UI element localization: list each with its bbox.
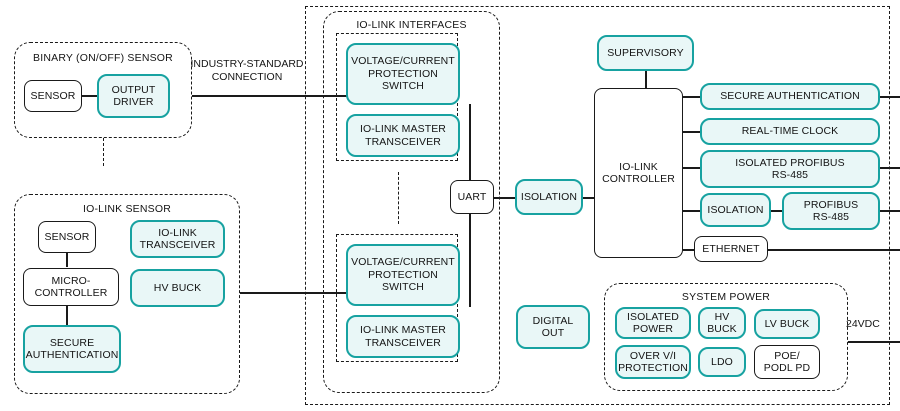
block-ethernet: ETHERNET (694, 236, 768, 262)
line-controller-to-isolation-profibus (683, 210, 701, 212)
line-io-link-sensor-to-interfaces (240, 292, 348, 294)
line-24vdc-feed (848, 341, 900, 343)
line-controller-to-secure-authentication (683, 96, 701, 98)
line-micro-to-secure-auth (66, 306, 68, 325)
block-io-link-sensor-microcontroller: MICRO- CONTROLLER (23, 268, 119, 306)
block-io-link-controller: IO-LINK CONTROLLER (594, 88, 683, 258)
line-controller-to-isolated-profibus (683, 167, 701, 169)
block-iface1-voltage-current-protection-switch: VOLTAGE/CURRENT PROTECTION SWITCH (346, 43, 460, 105)
line-iface2-to-uart-bus (469, 197, 471, 307)
block-supervisory: SUPERVISORY (597, 35, 694, 71)
block-poe-podl-pd: POE/ PODL PD (754, 345, 820, 379)
block-isolation-main: ISOLATION (515, 179, 583, 215)
line-supervisory-to-controller (645, 71, 647, 89)
block-secure-authentication: SECURE AUTHENTICATION (700, 83, 880, 110)
group-system-power (604, 283, 848, 391)
group-io-link-interfaces-title: IO-LINK INTERFACES (356, 19, 467, 31)
label-24vdc: 24VDC (846, 318, 880, 330)
stub-secure-authentication-external (880, 96, 900, 98)
block-io-link-sensor-secure-authentication: SECURE AUTHENTICATION (23, 325, 121, 373)
line-isolation-to-controller (583, 197, 595, 199)
line-iface1-to-uart-bus (469, 104, 471, 198)
block-isolation-profibus: ISOLATION (700, 193, 771, 227)
block-ldo: LDO (698, 347, 746, 377)
line-sensor-to-micro (66, 253, 68, 267)
divider-binary-sensor-bottom (103, 138, 104, 166)
group-binary-sensor (14, 42, 192, 138)
block-real-time-clock: REAL-TIME CLOCK (700, 118, 880, 145)
group-io-link-interfaces (323, 11, 500, 393)
block-io-link-sensor-transceiver: IO-LINK TRANSCEIVER (130, 220, 225, 258)
line-binary-sensor-to-interfaces (192, 95, 347, 97)
block-lv-buck: LV BUCK (754, 309, 820, 339)
block-digital-out: DIGITAL OUT (516, 305, 590, 349)
block-over-vi-protection: OVER V/I PROTECTION (615, 345, 691, 379)
group-binary-sensor-title: BINARY (ON/OFF) SENSOR (33, 52, 173, 64)
line-sensor-to-output-driver (82, 95, 98, 97)
block-iface1-io-link-master-transceiver: IO-LINK MASTER TRANSCEIVER (346, 114, 460, 157)
line-controller-to-real-time-clock (683, 131, 701, 133)
stub-profibus-rs485-external (880, 210, 900, 212)
block-io-link-sensor-sensor: SENSOR (38, 221, 96, 253)
stub-ethernet-external (768, 249, 900, 251)
line-isolation-to-profibus-rs485 (771, 210, 783, 212)
group-io-link-sensor (14, 194, 240, 394)
block-binary-output-driver: OUTPUT DRIVER (97, 74, 170, 118)
block-iface2-voltage-current-protection-switch: VOLTAGE/CURRENT PROTECTION SWITCH (346, 244, 460, 306)
divider-interface-channels (398, 172, 399, 224)
line-controller-to-ethernet (683, 249, 695, 251)
stub-isolated-profibus-external (880, 167, 900, 169)
block-isolated-profibus-rs485: ISOLATED PROFIBUS RS-485 (700, 150, 880, 188)
block-binary-sensor-sensor: SENSOR (24, 80, 82, 112)
block-isolated-power: ISOLATED POWER (615, 307, 691, 339)
block-profibus-rs485: PROFIBUS RS-485 (782, 192, 880, 230)
label-industry-standard-connection: INDUSTRY-STANDARD CONNECTION (190, 58, 304, 83)
line-uart-to-isolation (494, 197, 516, 199)
block-io-link-sensor-hv-buck: HV BUCK (130, 269, 225, 307)
block-hv-buck: HV BUCK (698, 307, 746, 339)
block-iface2-io-link-master-transceiver: IO-LINK MASTER TRANSCEIVER (346, 315, 460, 358)
group-io-link-sensor-title: IO-LINK SENSOR (83, 203, 171, 215)
group-system-power-title: SYSTEM POWER (681, 291, 771, 303)
block-uart: UART (450, 180, 494, 214)
group-io-link-master-system (305, 6, 890, 405)
